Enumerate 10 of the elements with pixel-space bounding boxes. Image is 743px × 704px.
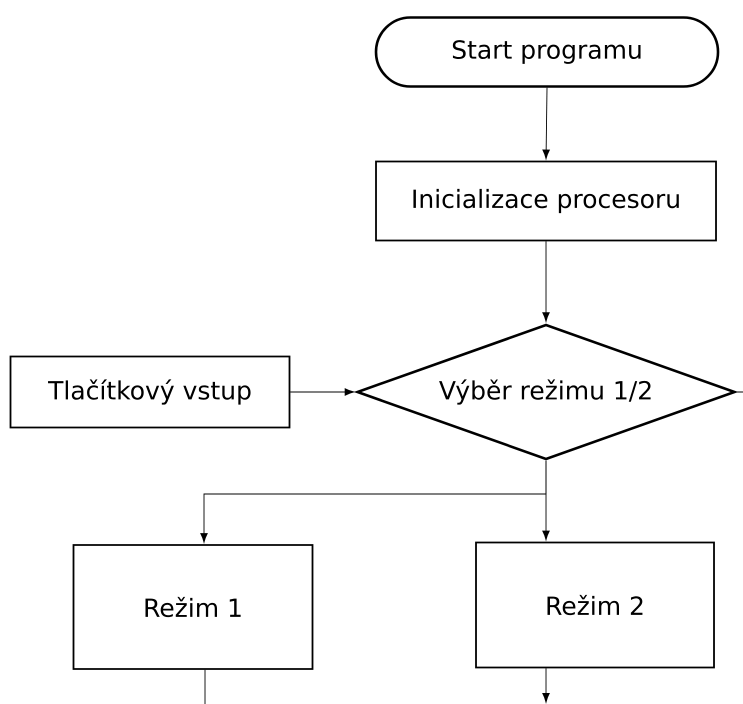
process-box: Režim 1 bbox=[72, 544, 314, 670]
input-box: Tlačítkový vstup bbox=[10, 356, 290, 428]
arrow bbox=[542, 87, 550, 160]
arrow bbox=[290, 388, 354, 396]
arrow bbox=[542, 460, 550, 540]
process-box: Inicializace procesoru bbox=[375, 160, 717, 242]
start-terminal: Start programu bbox=[374, 16, 720, 88]
arrow bbox=[542, 668, 550, 703]
arrow bbox=[542, 240, 550, 322]
process-box: Režim 2 bbox=[475, 542, 715, 668]
